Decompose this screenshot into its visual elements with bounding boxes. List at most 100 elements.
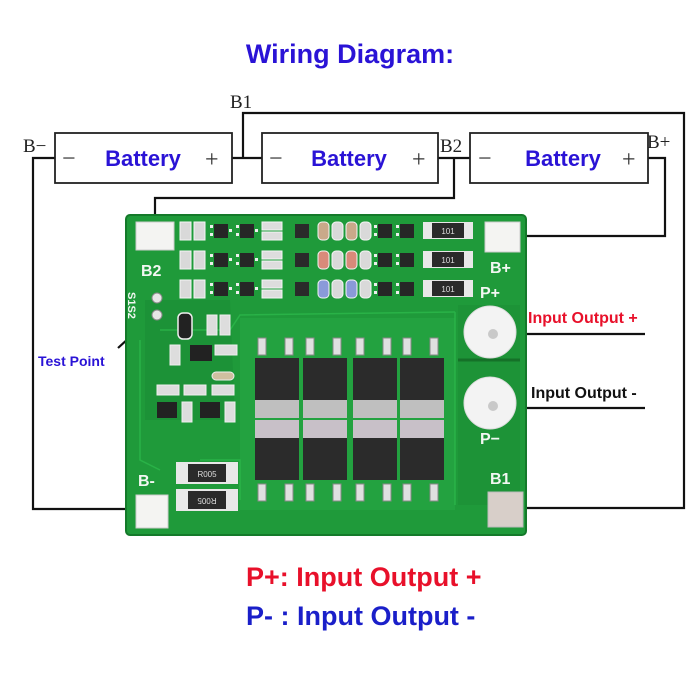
smd-resistor — [193, 221, 206, 241]
mosfet — [255, 337, 299, 418]
mosfet — [353, 420, 397, 502]
legend-p-minus: P- : Input Output - — [246, 601, 475, 631]
ic-chip — [295, 282, 309, 296]
smd-capacitor — [359, 279, 372, 299]
smd-capacitor — [317, 250, 330, 270]
smd-capacitor — [345, 279, 358, 299]
smd-resistor — [261, 289, 283, 299]
mosfet — [353, 337, 397, 418]
ic-chip — [400, 224, 414, 238]
mosfet — [400, 337, 444, 418]
wire-b-minus — [31, 156, 150, 511]
smd-capacitor — [359, 221, 372, 241]
shunt-resistor-1: R005 — [176, 462, 238, 484]
ic-chip — [214, 253, 228, 267]
smd-resistor — [193, 250, 206, 270]
battery-plus-icon: + — [622, 147, 636, 173]
battery-1: − Battery + — [54, 132, 233, 184]
silk-b-minus: B- — [138, 473, 155, 490]
svg-text:101: 101 — [441, 256, 455, 265]
pad-p-plus — [463, 305, 517, 359]
ic-chip — [295, 253, 309, 267]
pad-p-minus — [463, 376, 517, 430]
ic-chip — [400, 282, 414, 296]
smd-resistor — [261, 250, 283, 260]
smd-capacitor — [331, 221, 344, 241]
ic-chip — [240, 282, 254, 296]
smd-resistor — [261, 221, 283, 231]
smd-capacitor — [317, 279, 330, 299]
mosfet — [303, 420, 347, 502]
ic-chip — [240, 253, 254, 267]
ic-chip — [214, 282, 228, 296]
component-row — [179, 250, 414, 270]
wire-b1 — [241, 111, 686, 510]
component-row — [179, 279, 414, 299]
left-small-components — [156, 312, 238, 423]
silk-b1: B1 — [490, 471, 511, 488]
svg-text:101: 101 — [441, 227, 455, 236]
battery-plus-icon: + — [205, 147, 219, 173]
svg-text:R005: R005 — [197, 470, 217, 479]
wires — [31, 111, 686, 511]
battery-minus-icon: − — [269, 146, 283, 172]
battery-minus-icon: − — [478, 146, 492, 172]
smd-capacitor — [317, 221, 330, 241]
battery-label: Battery — [311, 146, 388, 171]
battery-label: Battery — [105, 146, 182, 171]
test-point-s2 — [151, 309, 163, 321]
smd-resistor — [179, 279, 192, 299]
mosfet — [303, 337, 347, 418]
mosfet — [255, 420, 299, 502]
label-b2: B2 — [440, 136, 462, 157]
ic-chip — [214, 224, 228, 238]
pad-b-minus — [135, 494, 169, 529]
svg-text:101: 101 — [441, 285, 455, 294]
diagram-title: Wiring Diagram: — [246, 39, 454, 69]
component-rows — [179, 221, 414, 299]
smd-resistor — [179, 221, 192, 241]
smd-resistor — [193, 279, 206, 299]
label-b-plus: B+ — [647, 132, 670, 153]
wire-b-plus — [516, 156, 667, 238]
pad-b2 — [135, 221, 175, 251]
smd-capacitor — [359, 250, 372, 270]
annotation-input-output-plus: Input Output + — [528, 310, 638, 327]
battery-minus-icon: − — [62, 146, 76, 172]
battery-3: − Battery + — [469, 132, 649, 184]
smd-resistor — [261, 260, 283, 270]
smd-resistor — [179, 250, 192, 270]
annotation-input-output-minus: Input Output - — [531, 385, 637, 402]
smd-capacitor — [331, 279, 344, 299]
pad-b1 — [487, 491, 524, 528]
silk-b2: B2 — [141, 263, 162, 280]
test-point-s1 — [151, 292, 163, 304]
pad-b-plus — [484, 221, 521, 253]
smd-resistor — [261, 279, 283, 289]
resistor-101-1: 101 — [423, 222, 473, 239]
ic-chip — [240, 224, 254, 238]
silk-p-plus: P+ — [480, 285, 500, 302]
ic-chip — [378, 253, 392, 267]
ic-chip — [378, 224, 392, 238]
silk-p-minus: P− — [480, 431, 500, 448]
mosfet — [400, 420, 444, 502]
ic-chip — [295, 224, 309, 238]
ic-chip — [400, 253, 414, 267]
legend-p-plus: P+: Input Output + — [246, 562, 481, 592]
smd-capacitor — [331, 250, 344, 270]
battery-label: Battery — [525, 146, 602, 171]
annotation-test-point: Test Point — [38, 353, 105, 369]
smd-capacitor — [345, 221, 358, 241]
battery-2: − Battery + — [261, 132, 439, 184]
component-row — [179, 221, 414, 241]
shunt-resistor-2: R005 — [176, 489, 238, 511]
bms-board: B2 B+ P+ P− B1 B- S1S2 101 101 101 — [125, 214, 527, 536]
resistor-101-2: 101 — [423, 251, 473, 268]
smd-capacitor — [345, 250, 358, 270]
silk-b-plus: B+ — [490, 260, 511, 277]
label-b1: B1 — [230, 92, 252, 113]
silk-test-pads: S1S2 — [125, 292, 137, 319]
